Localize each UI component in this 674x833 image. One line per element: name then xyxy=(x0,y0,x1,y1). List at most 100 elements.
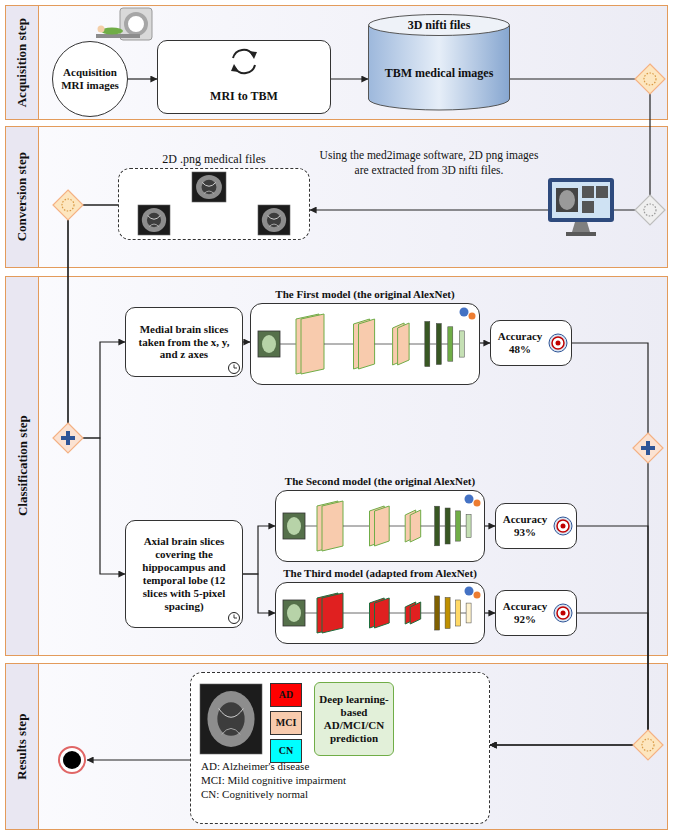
accuracy-box: Accuracy 92% xyxy=(495,590,577,636)
target-ring xyxy=(552,337,564,349)
database-cylinder: 3D nifti filesTBM medical images xyxy=(368,14,510,110)
brain-fold xyxy=(268,216,281,220)
cycle-head xyxy=(231,64,239,72)
diamond-shape xyxy=(53,423,83,453)
plus-bar xyxy=(61,436,75,440)
accuracy-box: Accuracy 48% xyxy=(490,320,572,366)
gateway-diamond xyxy=(635,64,665,94)
dense-layer xyxy=(445,598,450,629)
flow-arrow xyxy=(68,205,125,574)
layer-link xyxy=(440,613,446,614)
cnn-illustration xyxy=(283,495,481,552)
clock-icon xyxy=(229,363,240,374)
input-image xyxy=(283,600,305,626)
layer-link xyxy=(375,344,393,345)
clock-face xyxy=(229,613,240,624)
gateway-diamond xyxy=(53,190,83,220)
screen-image xyxy=(582,186,594,198)
lane-header: Classification step xyxy=(6,277,39,655)
brain-image xyxy=(200,684,262,754)
lane-header: Conversion step xyxy=(6,127,39,267)
gateway-diamond xyxy=(633,730,663,760)
swimlane: Acquisition stepAcquisition MRI imagesMR… xyxy=(5,5,668,120)
brain-inner xyxy=(267,213,281,227)
image-ground xyxy=(192,172,226,202)
conv-layer xyxy=(317,593,338,633)
layer-link xyxy=(441,344,448,345)
brain-image xyxy=(192,172,226,202)
class-tag: AD xyxy=(270,683,302,707)
brain-fold xyxy=(269,224,279,227)
brain-inner xyxy=(147,213,161,227)
event-text: Acquisition MRI images xyxy=(59,66,121,92)
dotted-ring xyxy=(62,199,74,211)
target-center xyxy=(561,524,566,529)
plus-bar xyxy=(641,446,655,450)
flow-arrow xyxy=(480,342,490,343)
swimlane: Classification stepMedial brain slices t… xyxy=(5,276,668,656)
dense-layer xyxy=(436,324,441,365)
box-frame xyxy=(250,303,480,385)
conv-layer xyxy=(393,323,405,365)
input-image xyxy=(258,331,280,357)
screen-brain xyxy=(559,190,575,210)
start-event-circle: Acquisition MRI images xyxy=(52,41,128,117)
process-text: Axial brain slices covering the hippocam… xyxy=(130,535,238,613)
computer-monitor xyxy=(548,178,614,236)
conv-layer xyxy=(398,323,410,365)
flow-arrow xyxy=(331,78,368,79)
end-core xyxy=(63,751,81,769)
screen-image xyxy=(556,188,578,212)
file-group-box: 2D .png medical files xyxy=(118,152,310,240)
brain-inner xyxy=(217,702,244,736)
conv-layer xyxy=(375,598,390,628)
dense-layer xyxy=(456,511,461,541)
scanner-bed xyxy=(96,34,140,38)
input-image xyxy=(283,513,305,539)
target-icon xyxy=(549,334,567,352)
model-box: The Second model (the original AlexNet) xyxy=(275,474,485,562)
cylinder-body xyxy=(369,25,510,110)
target-icon xyxy=(554,517,572,535)
conv-layer xyxy=(359,319,375,369)
lane-header: Acquisition step xyxy=(6,6,39,119)
legend-line: AD: Alzheimer's disease xyxy=(201,759,489,773)
flow-arrow xyxy=(243,574,275,613)
flow-arrow xyxy=(87,759,190,760)
input-brain xyxy=(262,335,276,353)
lane-title: Classification step xyxy=(14,416,29,517)
conv-layer xyxy=(317,501,338,551)
dotted-ring xyxy=(642,739,654,751)
box-frame xyxy=(275,490,485,562)
conv-layer xyxy=(405,510,416,542)
class-tag: MCI xyxy=(270,711,302,735)
conversion-cycle-icon xyxy=(231,50,257,73)
brain-image xyxy=(138,205,170,235)
layer-link xyxy=(421,526,435,527)
legend-line: CN: Cognitively normal xyxy=(201,787,489,801)
target-center xyxy=(556,341,561,346)
dense-layer xyxy=(425,321,430,366)
scanner-ring xyxy=(126,14,146,34)
monitor-frame xyxy=(548,178,614,222)
brain-inner xyxy=(202,180,217,194)
clock-icon xyxy=(229,613,240,624)
layer-link xyxy=(461,526,467,527)
image-ground xyxy=(258,205,290,235)
result-group-box: AD: Alzheimer's diseaseMCI: Mild cogniti… xyxy=(190,672,490,824)
layer-link xyxy=(389,613,405,614)
input-brain xyxy=(287,517,301,535)
brain-image xyxy=(258,205,290,235)
flow-arrow xyxy=(490,526,648,745)
accuracy-text: Accuracy 48% xyxy=(495,330,545,356)
flow-arrow xyxy=(243,341,250,342)
class-tag: CN xyxy=(270,739,302,763)
monitor-base xyxy=(566,232,596,236)
flow-arrow xyxy=(310,79,650,210)
lane-title: Acquisition step xyxy=(14,18,29,107)
class-label: CN xyxy=(279,745,293,757)
accuracy-box: Accuracy 93% xyxy=(495,503,577,549)
patient-head xyxy=(98,26,105,33)
